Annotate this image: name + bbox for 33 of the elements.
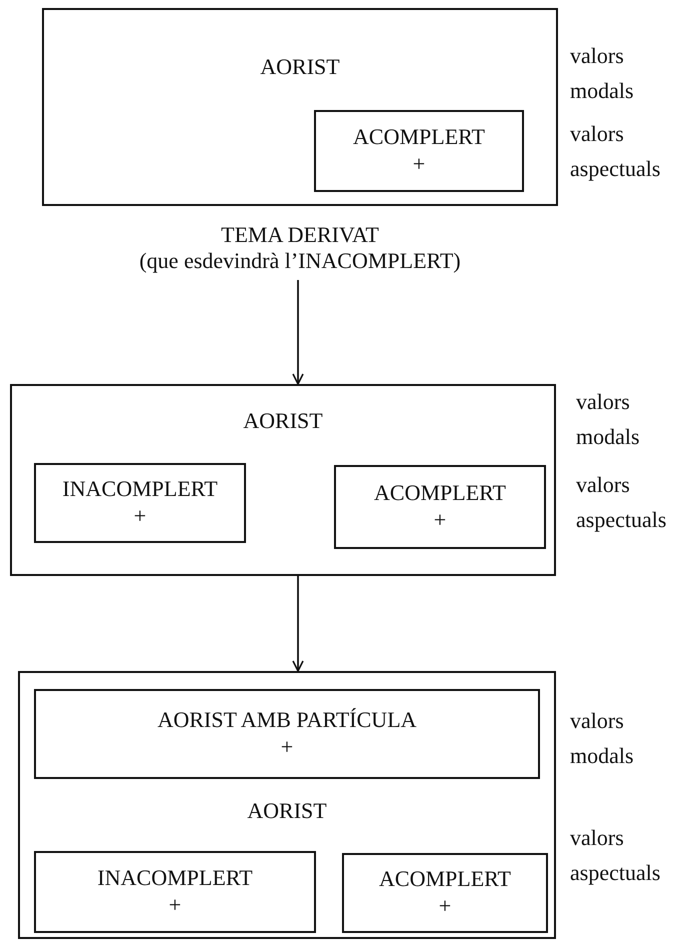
plus-sign: + <box>438 892 452 920</box>
diagram-box <box>18 671 556 939</box>
plus-sign: + <box>134 502 146 530</box>
diagram-box <box>34 463 246 543</box>
plus-sign: + <box>412 150 426 178</box>
diagram-box <box>10 384 556 576</box>
box-text: (que esdevindrà l’INACOMPLERT) <box>139 248 461 274</box>
side-label: valors aspectuals <box>570 824 662 888</box>
diagram-box <box>334 465 546 549</box>
plus-sign: + <box>434 506 446 534</box>
side-label: valors modals <box>570 707 635 770</box>
arrow <box>292 280 304 385</box>
plus-sign: + <box>168 890 182 919</box>
box-text: ACOMPLERT <box>353 124 485 150</box>
box-text: INACOMPLERT <box>97 864 253 891</box>
box-text: TEMA DERIVAT <box>221 222 379 248</box>
diagram-box <box>34 689 540 779</box>
side-label: valors aspectuals <box>576 471 668 534</box>
diagram-box <box>42 8 558 206</box>
arrow <box>292 576 304 672</box>
diagram-box <box>34 851 316 933</box>
box-text: AORIST AMB PARTÍCULA <box>157 706 417 733</box>
plus-sign: + <box>280 732 294 761</box>
diagram-box <box>314 110 524 192</box>
box-text: ACOMPLERT <box>374 480 506 506</box>
box-heading: AORIST <box>243 408 323 434</box>
box-text: ACOMPLERT <box>379 866 511 892</box>
box-text: INACOMPLERT <box>62 476 218 502</box>
side-label: valors aspectuals <box>570 120 662 184</box>
diagram-box <box>342 853 548 933</box>
box-heading: AORIST <box>260 54 340 80</box>
side-label: valors modals <box>576 388 641 452</box>
box-heading: AORIST <box>247 798 327 824</box>
